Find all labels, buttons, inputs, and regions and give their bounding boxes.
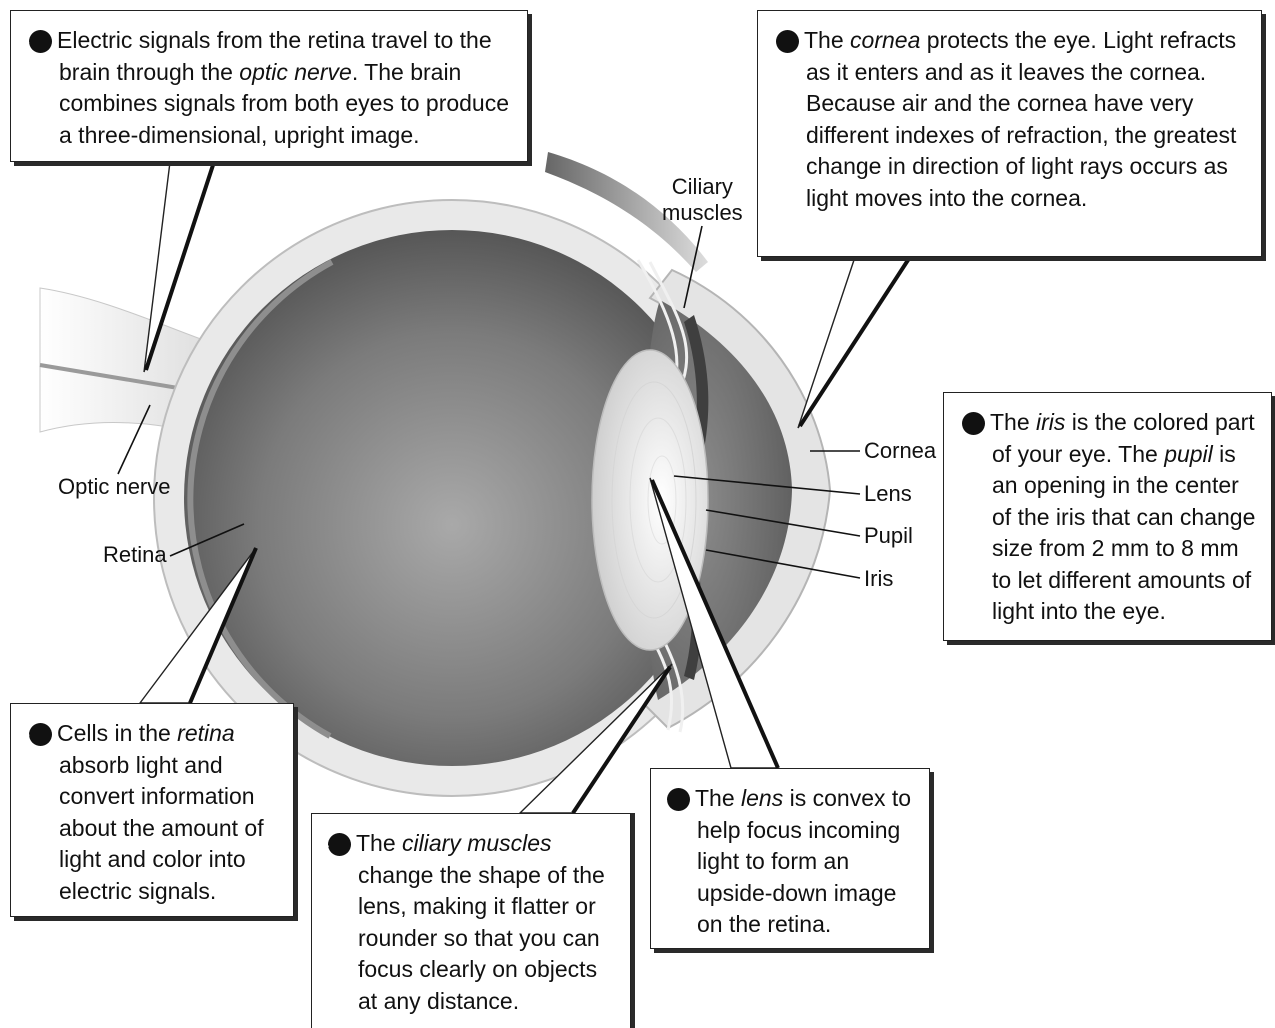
ciliary-label-line2: muscles xyxy=(662,200,743,226)
pupil-label: Pupil xyxy=(864,523,913,549)
term-lens: lens xyxy=(741,785,783,811)
term-optic-nerve: optic nerve xyxy=(239,59,352,85)
ciliary-muscles-label: Ciliary muscles xyxy=(662,174,743,226)
term-retina: retina xyxy=(177,720,235,746)
step-number-2: 2 xyxy=(962,412,985,435)
iris-label: Iris xyxy=(864,566,893,592)
cornea-label: Cornea xyxy=(864,438,936,464)
optic-nerve-label: Optic nerve xyxy=(58,474,171,500)
term-ciliary-muscles: ciliary muscles xyxy=(402,830,552,856)
step-number-4: 4 xyxy=(328,833,351,856)
retina-label: Retina xyxy=(103,542,167,568)
term-iris: iris xyxy=(1036,409,1065,435)
step-number-3: 3 xyxy=(667,788,690,811)
step-number-1: 1 xyxy=(776,30,799,53)
lens-label: Lens xyxy=(864,481,912,507)
step-number-5: 5 xyxy=(29,723,52,746)
term-cornea: cornea xyxy=(850,27,920,53)
step-number-6: 6 xyxy=(29,30,52,53)
ciliary-label-line1: Ciliary xyxy=(662,174,743,200)
term-pupil: pupil xyxy=(1164,441,1213,467)
